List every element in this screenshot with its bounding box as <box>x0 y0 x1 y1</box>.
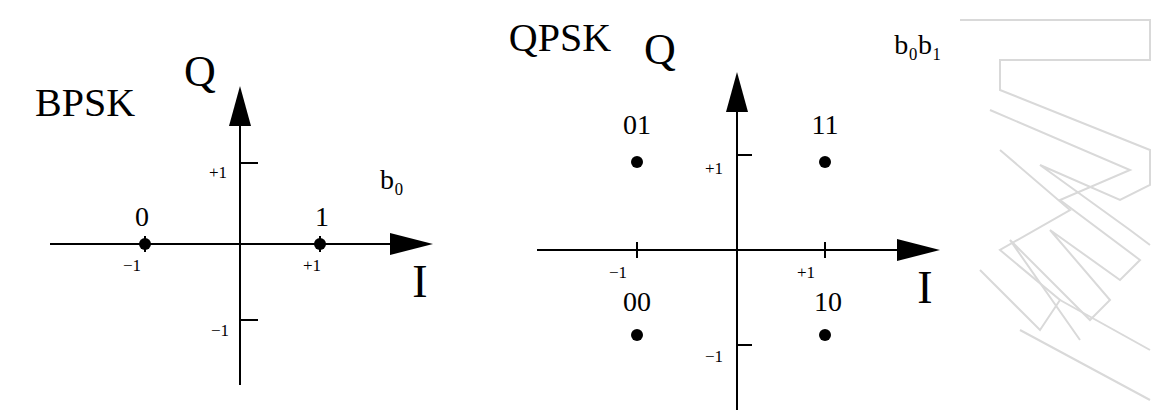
axis-name: Q <box>184 50 216 94</box>
watermark-stroke <box>980 150 1070 330</box>
q-axis <box>239 122 241 385</box>
axis-tick <box>240 319 258 321</box>
axis-tick <box>636 242 638 258</box>
symbol-bits: 01 <box>623 111 651 139</box>
arrow-head <box>390 233 433 255</box>
arrow-head <box>897 239 940 261</box>
chart-title: BPSK <box>35 83 135 123</box>
i-axis <box>537 249 900 251</box>
tick-label: +1 <box>209 164 227 181</box>
tick-label: −1 <box>211 322 229 339</box>
symbol-bits: 0 <box>135 203 149 231</box>
constellation-point <box>139 238 151 250</box>
constellation-point <box>631 329 643 341</box>
tick-label: +1 <box>303 257 321 274</box>
axis-tick <box>737 344 752 346</box>
tick-label: +1 <box>797 264 815 281</box>
symbol-bits: 1 <box>315 203 329 231</box>
tick-label: −1 <box>609 264 627 281</box>
constellation-point <box>819 329 831 341</box>
i-axis <box>50 243 395 245</box>
watermark-logo <box>960 20 1150 400</box>
watermark-stroke <box>1020 300 1150 400</box>
axis-name: I <box>917 265 932 311</box>
arrow-head <box>726 72 748 112</box>
axis-tick <box>824 242 826 258</box>
symbol-bits: 10 <box>814 288 842 316</box>
symbol-bits: 11 <box>812 111 839 139</box>
axis-name: I <box>412 259 427 305</box>
bit-legend: b₀ <box>380 166 404 194</box>
watermark-stroke <box>990 110 1140 340</box>
axis-name: Q <box>644 28 676 72</box>
constellation-point <box>631 156 643 168</box>
qpsk-axes <box>537 110 900 410</box>
symbol-bits: 00 <box>623 288 651 316</box>
tick-label: −1 <box>123 257 141 274</box>
constellation-point <box>819 156 831 168</box>
arrow-head <box>229 86 251 126</box>
axis-tick <box>240 162 258 164</box>
constellation-point <box>314 238 326 250</box>
chart-title: QPSK <box>509 18 611 58</box>
tick-label: −1 <box>705 348 723 365</box>
watermark-stroke <box>960 20 1150 245</box>
axis-tick <box>737 154 752 156</box>
bpsk-axes <box>50 122 395 385</box>
bit-legend: b₀b₁ <box>894 31 942 59</box>
tick-label: +1 <box>705 160 723 177</box>
